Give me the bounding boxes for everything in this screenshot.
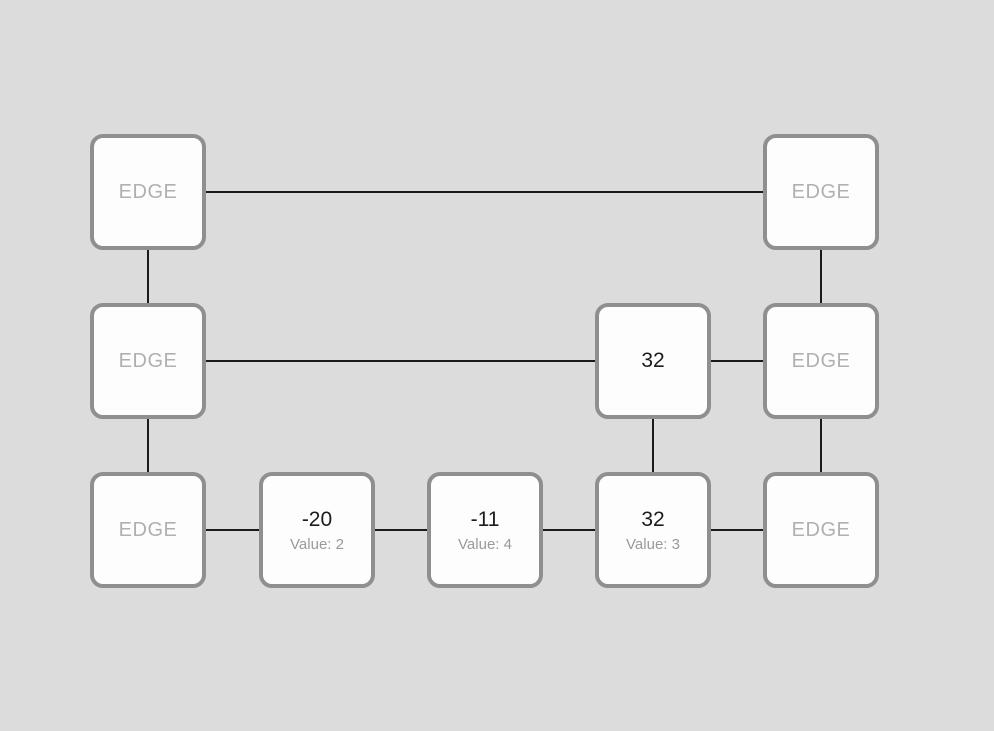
connector-line-mid-left — [206, 360, 595, 362]
connector-line-left-lower — [147, 419, 149, 472]
cell-number: 32 — [641, 507, 665, 531]
cell-neg20[interactable]: -20 Value: 2 — [259, 472, 375, 588]
cell-value-label: Value: 4 — [458, 535, 512, 553]
connector-line-bottom-3 — [543, 529, 595, 531]
edge-node-top-left: EDGE — [90, 134, 206, 250]
connector-line-left-upper — [147, 250, 149, 303]
edge-node-mid-right: EDGE — [763, 303, 879, 419]
cell-neg11[interactable]: -11 Value: 4 — [427, 472, 543, 588]
edge-node-bottom-right: EDGE — [763, 472, 879, 588]
connector-line-bottom-1 — [206, 529, 259, 531]
edge-node-mid-left: EDGE — [90, 303, 206, 419]
edge-node-bottom-left: EDGE — [90, 472, 206, 588]
edge-node-top-right: EDGE — [763, 134, 879, 250]
edge-node-label: EDGE — [118, 518, 178, 541]
cell-32-mid[interactable]: 32 — [595, 303, 711, 419]
edge-node-label: EDGE — [791, 518, 851, 541]
edge-node-label: EDGE — [118, 180, 178, 203]
connector-line-top — [206, 191, 763, 193]
connector-line-bottom-4 — [711, 529, 763, 531]
connector-line-mid-right — [711, 360, 763, 362]
cell-32-bottom[interactable]: 32 Value: 3 — [595, 472, 711, 588]
connector-line-right-upper — [820, 250, 822, 303]
cell-value-label: Value: 2 — [290, 535, 344, 553]
connector-line-bottom-2 — [375, 529, 427, 531]
edge-node-label: EDGE — [791, 349, 851, 372]
edge-node-label: EDGE — [118, 349, 178, 372]
edge-node-label: EDGE — [791, 180, 851, 203]
cell-number: -11 — [470, 507, 500, 531]
connector-line-mid-vertical — [652, 419, 654, 472]
cell-number: 32 — [641, 349, 665, 372]
cell-value-label: Value: 3 — [626, 535, 680, 553]
connector-line-right-lower — [820, 419, 822, 472]
cell-number: -20 — [301, 507, 333, 531]
